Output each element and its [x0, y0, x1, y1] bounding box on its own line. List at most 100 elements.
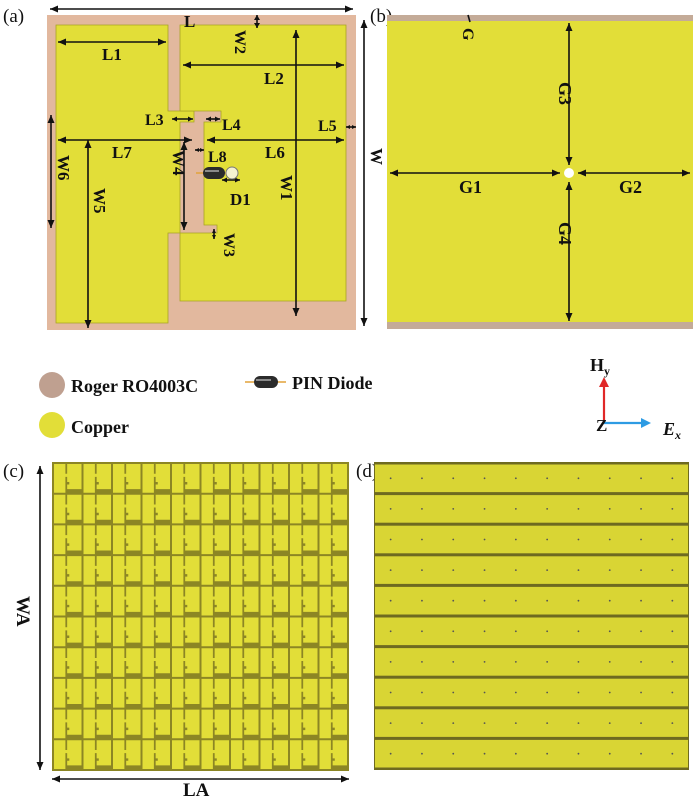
array-d-via	[389, 630, 392, 633]
ground-copper	[387, 21, 693, 322]
array-c-cell	[113, 586, 141, 616]
dim-label-L: L	[184, 12, 195, 31]
array-d-via	[483, 569, 486, 571]
array-c-cell	[290, 586, 318, 616]
array-c-cell	[54, 648, 82, 677]
array-d-via	[483, 538, 486, 541]
array-d-via	[483, 477, 486, 480]
array-d-via	[514, 538, 517, 541]
array-d-via	[608, 477, 611, 480]
array-c-cell	[142, 617, 170, 647]
array-d-via	[483, 722, 486, 724]
array-c-cell	[260, 556, 288, 585]
array-d-via	[640, 722, 642, 724]
array-d-strip	[375, 709, 688, 737]
pin-diode	[196, 166, 239, 180]
array-c-cell	[201, 678, 229, 708]
array-d-via	[671, 508, 674, 510]
array-d-via	[389, 691, 392, 694]
array-d-via	[640, 508, 642, 510]
array-d-via	[452, 691, 455, 694]
array-d-via	[640, 661, 642, 663]
array-d-via	[514, 722, 517, 724]
array-c-cell	[142, 648, 170, 677]
array-d-via	[483, 508, 486, 510]
array-d-via	[608, 630, 611, 633]
array-d-via	[671, 630, 674, 633]
array-c-cell	[260, 464, 288, 493]
array-d-via	[671, 722, 674, 724]
array-d-via	[640, 752, 642, 755]
array-d-via	[514, 477, 517, 480]
array-d-via	[546, 538, 549, 541]
array-d-via	[546, 508, 549, 510]
array-d-via	[483, 691, 486, 694]
array-c-cell	[290, 709, 318, 739]
array-d-via	[546, 599, 549, 602]
array-d-via	[577, 722, 580, 724]
array-d-via	[452, 508, 455, 510]
array-c-cell	[201, 740, 229, 769]
array-d-via	[671, 661, 674, 663]
dim-label-W2: W2	[231, 30, 248, 54]
array-c-cell	[83, 678, 111, 708]
array-d-via	[421, 691, 423, 694]
array-d-via	[671, 752, 674, 755]
array-d-via	[452, 477, 455, 480]
array-c-cell	[54, 678, 82, 708]
legend-substrate-label: Roger RO4003C	[71, 376, 198, 396]
array-c-cell	[172, 494, 200, 524]
array-d-via	[577, 477, 580, 480]
array-d-strip	[375, 495, 688, 523]
array-d-via	[577, 630, 580, 633]
array-c-cell	[231, 617, 259, 647]
array-d-via	[577, 661, 580, 663]
array-d-via	[608, 752, 611, 755]
array-c-cell	[201, 586, 229, 616]
array-c-cell	[290, 494, 318, 524]
array-c-cell	[113, 678, 141, 708]
array-c-cell	[290, 678, 318, 708]
dim-label-D1: D1	[230, 190, 251, 209]
array-c-cell	[231, 648, 259, 677]
array-d-via	[640, 569, 642, 571]
array-d-via	[577, 538, 580, 541]
array-c-cell	[319, 586, 347, 616]
array-c-cell	[319, 464, 347, 493]
array-c-cell	[113, 648, 141, 677]
dim-label-L7: L7	[112, 143, 132, 162]
panel-label-a: (a)	[3, 6, 24, 27]
array-c-cell	[260, 648, 288, 677]
array-d-via	[577, 508, 580, 510]
array-d-via	[514, 661, 517, 663]
left-copper-patch	[55, 24, 195, 324]
array-c-cell	[231, 525, 259, 555]
array-d-via	[483, 752, 486, 755]
dim-label-W: W	[367, 148, 386, 165]
array-d-via	[514, 569, 517, 571]
array-d-via	[640, 477, 642, 480]
array-d-via	[608, 691, 611, 694]
array-d-via	[671, 691, 674, 694]
array-d-via	[514, 691, 517, 694]
array-d-strip	[375, 464, 688, 493]
panel-label-c: (c)	[3, 461, 24, 482]
array-c-cell	[231, 586, 259, 616]
array-c-cell	[54, 740, 82, 769]
array-c-cell	[260, 740, 288, 769]
array-d-via	[640, 630, 642, 633]
array-c-cell	[113, 494, 141, 524]
array-c-cell	[172, 678, 200, 708]
array-d-via	[546, 691, 549, 694]
array-d-via	[608, 508, 611, 510]
array-c-cell	[290, 648, 318, 677]
coordinate-axes: Hy Z Ex	[590, 355, 681, 442]
array-c-cell	[319, 617, 347, 647]
array-d-via	[608, 599, 611, 602]
array-d-via	[389, 477, 392, 480]
array-c-cell	[142, 678, 170, 708]
array-c-cell	[172, 709, 200, 739]
array-d-via	[389, 661, 392, 663]
legend: Roger RO4003C PIN Diode Copper	[39, 372, 373, 438]
array-d-via	[421, 477, 423, 480]
